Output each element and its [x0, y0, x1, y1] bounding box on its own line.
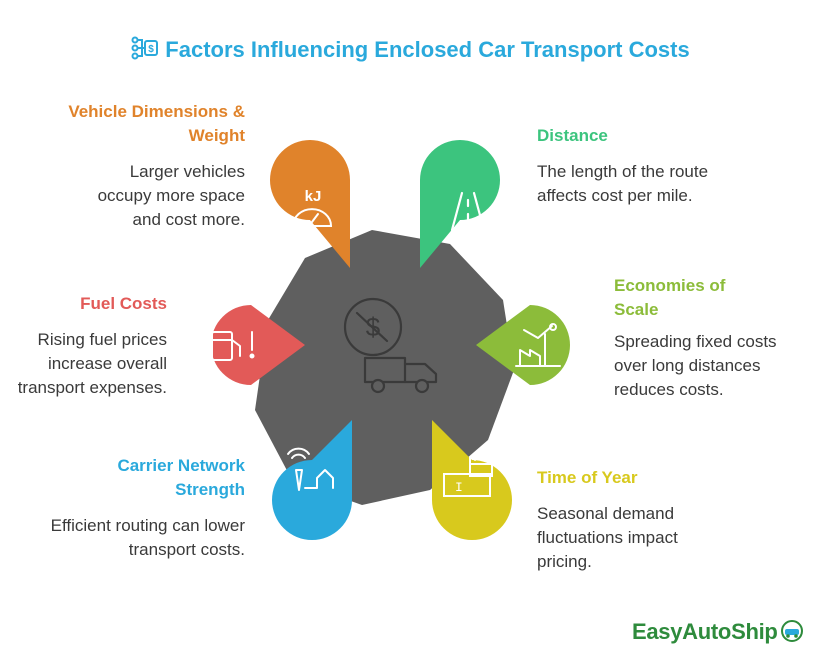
factor-description: Efficient routing can lower transport co…: [50, 516, 245, 559]
factor-heading: Carrier Network Strength: [117, 456, 245, 499]
factor-vehicle-dimensions: Vehicle Dimensions & Weight Larger vehic…: [20, 100, 245, 232]
center-hexagon: [255, 230, 514, 505]
factor-economies-of-scale: Economies of Scale Spreading fixed costs…: [614, 274, 804, 402]
page-title-text: Factors Influencing Enclosed Car Transpo…: [165, 37, 690, 62]
petal-fuel-costs: [211, 305, 305, 385]
svg-text:I: I: [455, 480, 463, 495]
factor-description: Larger vehicles occupy more space and co…: [97, 162, 245, 229]
svg-text:$: $: [149, 44, 155, 55]
petal-vehicle-dimensions: [270, 140, 350, 268]
tower-icon: [287, 447, 334, 491]
factor-heading: Distance: [537, 126, 608, 145]
factor-carrier-network: Carrier Network Strength Efficient routi…: [40, 454, 245, 562]
factor-description: Rising fuel prices increase overall tran…: [17, 330, 167, 397]
dollar-truck-icon: $: [343, 297, 438, 394]
factor-heading: Fuel Costs: [80, 294, 167, 313]
factor-description: Spreading fixed costs over long distance…: [614, 332, 777, 399]
road-icon: [450, 191, 486, 232]
factor-heading: Economies of Scale: [614, 276, 726, 319]
gauge-icon: kJ: [291, 188, 333, 227]
factor-description: The length of the route affects cost per…: [537, 162, 709, 205]
petal-carrier-network: [272, 420, 352, 540]
svg-text:$: $: [366, 312, 381, 342]
factory-icon: [515, 323, 561, 367]
factor-distance: Distance The length of the route affects…: [537, 124, 757, 208]
car-badge-icon: [780, 620, 803, 642]
factor-fuel-costs: Fuel Costs Rising fuel prices increase o…: [15, 292, 167, 400]
factor-heading: Vehicle Dimensions & Weight: [68, 102, 245, 145]
page-title: $ Factors Influencing Enclosed Car Trans…: [0, 36, 821, 63]
factor-time-of-year: Time of Year Seasonal demand fluctuation…: [537, 466, 737, 574]
fuel-pump-icon: [211, 331, 255, 361]
factor-heading: Time of Year: [537, 468, 638, 487]
brand-logo: EasyAutoShip: [632, 619, 804, 645]
factor-description: Seasonal demand fluctuations impact pric…: [537, 504, 678, 571]
flow-dollar-icon: $: [131, 36, 159, 60]
brand-logo-text: EasyAutoShip: [632, 619, 778, 644]
petal-time-of-year: [432, 420, 512, 540]
svg-text:kJ: kJ: [305, 188, 322, 205]
calendar-icon: I: [443, 454, 493, 497]
